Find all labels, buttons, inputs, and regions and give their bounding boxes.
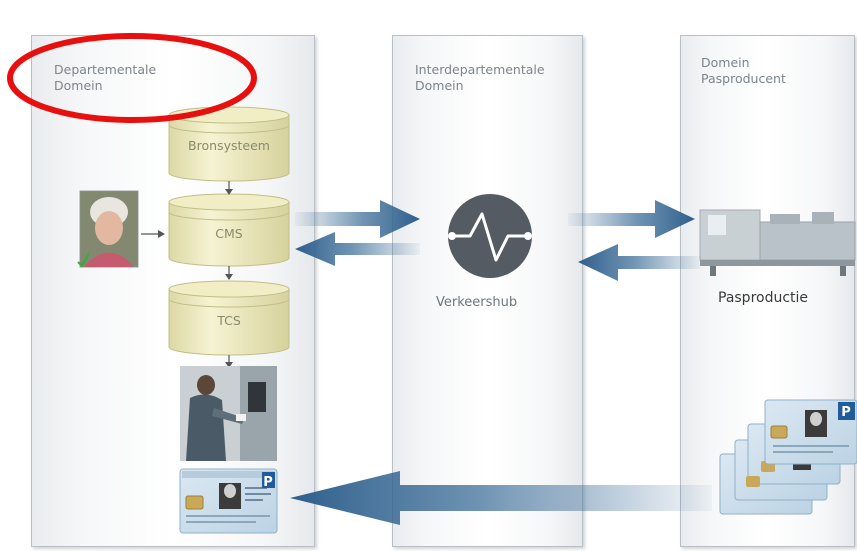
interdepartemental-domain-panel: Interdepartementale Domein xyxy=(392,35,583,547)
travel-document-card-left xyxy=(179,468,278,534)
arrow-production-to-hub xyxy=(578,244,700,281)
arrow-hub-to-production xyxy=(568,200,695,238)
pasproducent-domain-title: Domein Pasproducent xyxy=(701,55,786,86)
production-machine-image xyxy=(699,209,856,276)
bronsysteem-label: Bronsysteem xyxy=(188,138,270,153)
arrow-cms-to-hub xyxy=(295,200,420,238)
tcs-database-icon xyxy=(168,280,290,356)
highlight-ellipse xyxy=(7,33,257,123)
departemental-domain-title: Departementale Domein xyxy=(54,62,157,93)
verkeershub-icon xyxy=(448,194,532,278)
card-left-letter: P xyxy=(263,475,273,490)
pasproductie-label: Pasproductie xyxy=(718,290,809,306)
travel-document-card-stack xyxy=(719,399,857,515)
tcs-label: TCS xyxy=(217,313,241,328)
arrow-cards-to-applicant xyxy=(290,471,712,525)
cms-label: CMS xyxy=(215,226,243,241)
flow-arrow-cms-to-tcs xyxy=(225,266,233,280)
flow-arrow-photo-to-cms xyxy=(141,230,165,238)
cms-database-icon xyxy=(168,193,290,267)
card-terminal-photo xyxy=(180,366,277,461)
flow-arrow-tcs-to-terminal xyxy=(225,355,233,368)
card-stack-letter: P xyxy=(841,405,851,420)
applicant-photo xyxy=(77,190,139,268)
interdepartemental-domain-title: Interdepartementale Domein xyxy=(415,62,545,93)
verkeershub-label: Verkeershub xyxy=(436,295,518,310)
arrow-hub-to-cms xyxy=(295,232,420,266)
flow-arrow-bron-to-cms xyxy=(225,181,233,195)
